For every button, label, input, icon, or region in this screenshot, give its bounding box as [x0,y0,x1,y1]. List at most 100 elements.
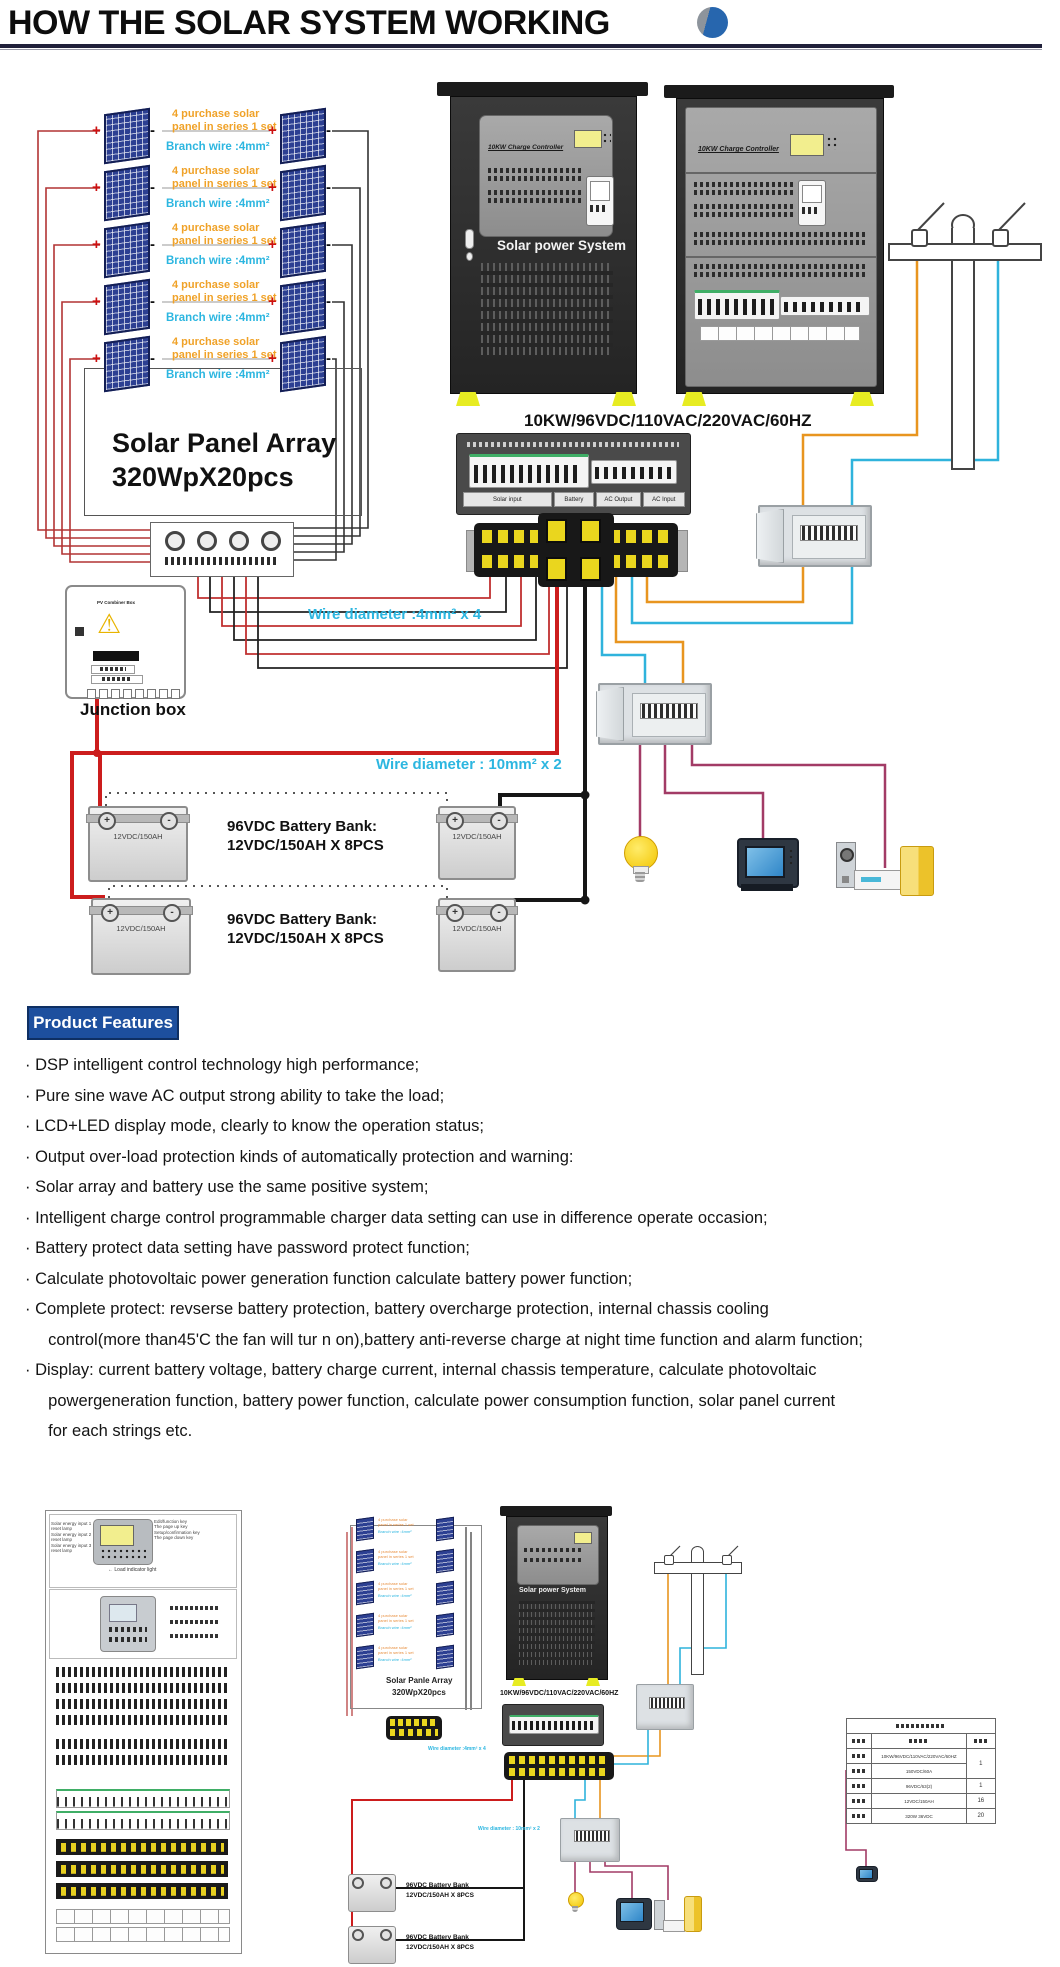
controller-front-panel: 10KW Charge Controller [685,107,877,387]
label-text-row [488,176,582,181]
mini-box-breakers [574,1830,610,1842]
terminal-strip-row [56,1883,228,1899]
mini-series-label: 4 purchase solar [378,1549,408,1554]
table-qty-cell: 1 [965,1748,997,1779]
breaker-row [56,1789,230,1808]
speaker-port [842,876,849,883]
cabinet-foot [456,392,480,406]
battery-label: 12VDC/150AH [113,832,163,841]
mini-solar-panel [436,1548,454,1574]
junction-terminal [111,689,120,699]
solar-panel [104,164,150,222]
battery-rail [436,906,518,915]
cabinet-display-panel: 10KW Charge Controller [479,115,614,237]
panel-text-row [467,442,679,447]
mini-solar-panel [356,1548,374,1574]
panel-breakers-left [469,454,589,488]
controller-device [100,1596,156,1652]
battery-minus-post: - [160,812,178,830]
mini-panel-row: 4 purchase solar panel in series 1 set B… [0,1610,454,1642]
pv-output-terminal-box [150,522,294,577]
feature-item: · Display: current battery voltage, batt… [25,1361,836,1440]
solar-panel-row-5: + - 4 purchase solar panel in series 1 s… [0,333,400,393]
solar-panel [280,335,326,393]
bulb-screw [635,872,645,882]
bank2-line2: 12VDC/150AH X 8PCS [227,930,384,947]
mini-bank1-line2: 12VDC/150AH X 8PCS [406,1892,474,1899]
branch-wire-label: Branch wire :4mm² [166,141,270,153]
note: Setup/confirmation key [154,1529,200,1535]
breaker-row [56,1811,230,1830]
terminal-strip-row [56,1861,228,1877]
minus-label: - [150,350,155,367]
battery-plus-post: + [446,812,464,830]
breaker-label-row: Solar input Battery AC Output AC Input [463,492,685,507]
table-row: 320W 36VDC 20 [845,1808,997,1824]
mini-series-label: 4 purchase solar [378,1613,408,1618]
junction-sticker [91,665,135,674]
device-screen [109,1604,137,1622]
series-label-line2: panel in series 1 set [172,235,277,247]
mini-insulator [722,1555,732,1565]
mini-wire4-label: Wire diameter :4mm² x 4 [428,1746,486,1752]
controller-cabinet-cap [664,85,894,98]
mini-panel-row: 4 purchase solar panel in series 1 set B… [0,1578,454,1610]
main-terminal [546,557,567,581]
remote-lcd [100,1525,134,1546]
speaker-cone [840,848,854,862]
mini-post [352,1929,364,1941]
terminal [261,531,281,551]
ac-distribution-box-1 [756,505,872,567]
light-bulb [624,836,658,870]
main-terminal [580,557,601,581]
mini-branch-label: Branch wire :4mm² [378,1593,412,1598]
meter-barcode [590,205,608,212]
distribution-panel: Solar input Battery AC Output AC Input [456,433,691,515]
hatch-row [56,1683,228,1693]
mini-series-label: panel in series 1 set [378,1554,414,1559]
battery-label: 12VDC/150AH [452,832,502,841]
box-breaker-row [800,525,858,541]
junction-box-label: Junction box [80,700,186,719]
mini-cabinet: Solar power System [506,1516,608,1680]
title-underline-shadow [0,49,1042,50]
label-ac-output: AC Output [596,492,641,507]
battery-rail [89,906,193,915]
minus-label: - [150,122,155,139]
terminal [197,531,217,551]
solar-panel-row-3: + - 4 purchase solar panel in series 1 s… [0,219,400,279]
mini-post [352,1877,364,1889]
array-title-line2: 320WpX20pcs [112,462,294,492]
feature-item: · Complete protect: revserse battery pro… [25,1300,863,1349]
hatch-row [56,1739,228,1749]
mini-label-row [524,1558,584,1562]
breaker-group-right [780,296,870,316]
door-handle [465,229,474,249]
minus-label: - [326,293,331,310]
table-spec-cell: 96VDC/63(2) [871,1778,967,1794]
deck-display [861,877,881,882]
meter-module [798,180,826,226]
feature-item: · Pure sine wave AC output strong abilit… [25,1086,445,1105]
mini-series-label: 4 purchase solar [378,1581,408,1586]
wire-4mm-label: Wire diameter :4mm² x 4 [308,606,482,623]
breaker-teeth [595,467,671,479]
cabinet-foot [682,392,706,406]
branch-wire-label: Branch wire :4mm² [166,255,270,267]
hatch-row [56,1755,228,1765]
series-label-line2: panel in series 1 set [172,349,277,361]
solar-panel [104,278,150,336]
controller-detail-box: Edit/function key The page up key Setup/… [45,1510,242,1954]
table-qty-cell: 20 [965,1808,997,1824]
bank2-line1: 96VDC Battery Bank: [227,911,378,928]
mini-speaker [654,1900,665,1930]
mini-thick-black [396,1780,525,1941]
hatch-row [56,1667,228,1677]
hatch-row [56,1699,228,1709]
mini-terminal-row [390,1729,438,1736]
series-label-line1: 4 purchase solar [172,336,260,348]
system-spec-label: 10KW/96VDC/110VAC/220VAC/60HZ [524,411,812,430]
cabinet1-top-label: 10KW Charge Controller [488,144,564,151]
mini-insulator [664,1555,674,1565]
label-row [56,1927,230,1942]
